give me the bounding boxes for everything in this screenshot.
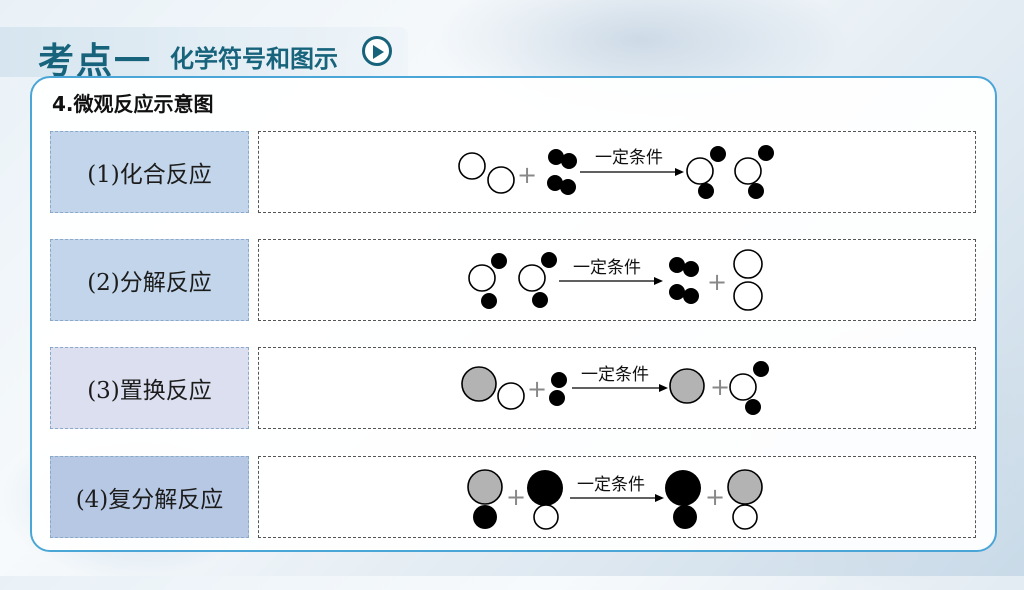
molecule-white-pair [458,152,515,194]
product-molecule [729,361,769,415]
plus-sign: + [705,483,725,511]
reactant-molecule [468,253,507,309]
reactant-element-gray [461,366,525,410]
reaction-label-double-decomposition: (4)复分解反应 [50,456,249,538]
reaction-label-combination: (1)化合反应 [50,131,249,213]
reactant-black-white [527,470,563,530]
section-title: 4.微观反应示意图 [52,92,214,116]
product-black-black [665,470,701,529]
page-title: 考点一 [38,41,153,82]
plus-sign: + [710,373,730,401]
reaction-diagram-combination: + 一定条件 [258,131,976,213]
reaction-condition: 一定条件 [577,475,645,495]
product-molecule [686,146,726,199]
plus-sign: + [506,483,526,511]
product-element-gray [669,368,705,404]
product-white-pair [733,249,763,311]
molecule-black-pair [549,372,567,406]
reaction-condition: 一定条件 [581,365,649,385]
play-circle-icon[interactable] [362,36,392,66]
header-band [0,27,408,77]
reaction-diagram-decomposition: 一定条件 + [258,239,976,321]
molecule-black-pairs [547,149,577,195]
plus-sign: + [527,375,547,403]
reaction-diagram-displacement: + 一定条件 + [258,347,976,429]
plus-sign: + [517,161,537,189]
product-gray-white [727,469,763,530]
reaction-diagram-double-decomposition: + 一定条件 + [258,456,976,538]
page-subtitle: 化学符号和图示 [170,45,338,73]
reaction-label-decomposition: (2)分解反应 [50,239,249,321]
product-molecule [734,145,774,199]
reactant-gray-black [467,469,503,529]
product-black-pairs [669,257,699,304]
reaction-condition: 一定条件 [595,148,663,168]
reactant-molecule [518,252,557,308]
reaction-condition: 一定条件 [573,258,641,278]
plus-sign: + [707,268,727,296]
reaction-label-displacement: (3)置换反应 [50,347,249,429]
